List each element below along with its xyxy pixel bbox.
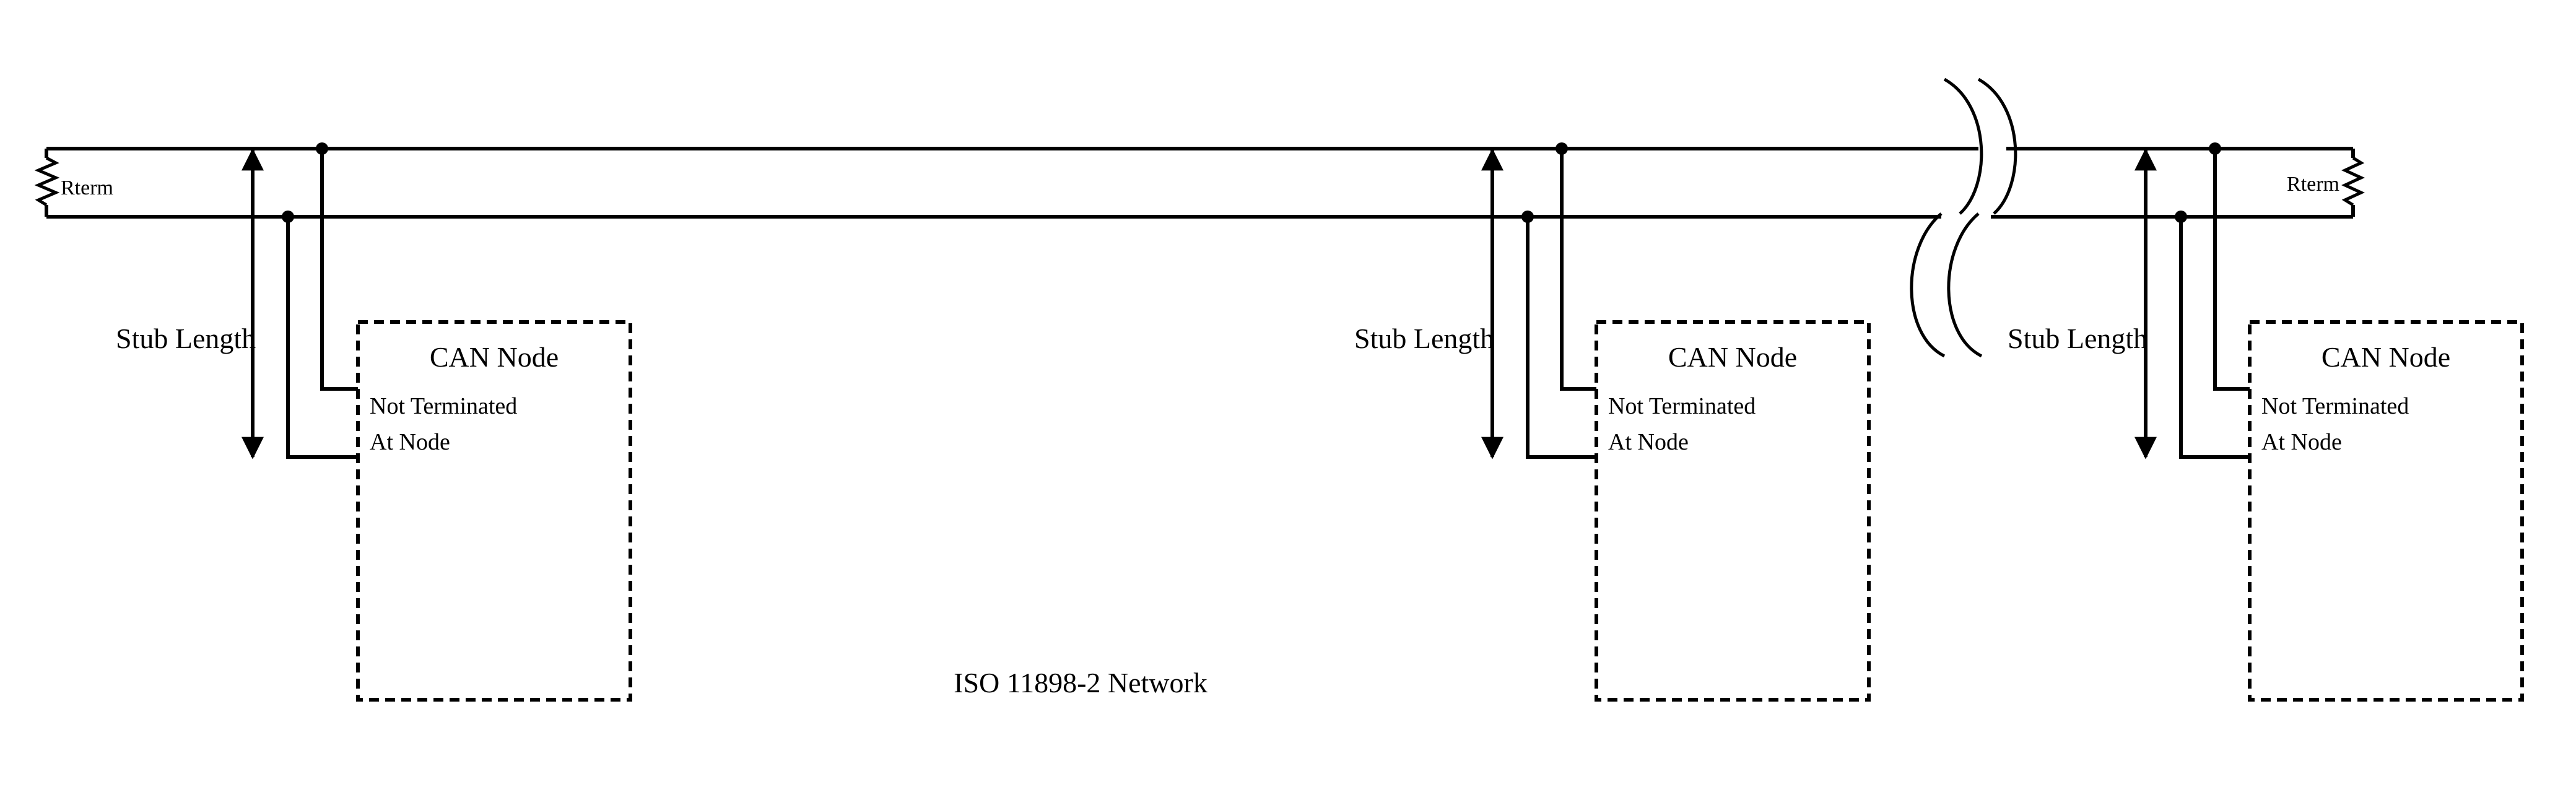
stub-wire-high	[1560, 149, 1596, 391]
can-node-3: Stub Length CAN Node Not Terminated At N…	[2008, 142, 2524, 702]
terminator-left: Rterm	[34, 149, 113, 217]
bus-break-symbol	[1910, 77, 2017, 358]
diagram-caption: ISO 11898-2 Network	[954, 667, 1208, 698]
stub-length-label: Stub Length	[1354, 323, 1494, 354]
node-title: CAN Node	[1668, 341, 1797, 373]
node-line-2: At Node	[2261, 429, 2342, 455]
rterm-right-label: Rterm	[2287, 173, 2339, 196]
stub-length-label: Stub Length	[116, 323, 256, 354]
stub-wire-high	[2213, 149, 2250, 391]
node-title: CAN Node	[430, 341, 559, 373]
stub-wire-low	[1526, 217, 1596, 459]
node-line-2: At Node	[370, 429, 450, 455]
stub-wire-low	[2179, 217, 2250, 459]
stub-wire-high	[320, 149, 358, 391]
node-line-1: Not Terminated	[1608, 393, 1756, 419]
stub-wire-low	[286, 217, 358, 459]
stub-length-label: Stub Length	[2008, 323, 2147, 354]
node-line-2: At Node	[1608, 429, 1689, 455]
can-bus	[46, 77, 2353, 358]
node-box	[2248, 320, 2524, 702]
node-box	[356, 320, 632, 702]
terminator-right: Rterm	[2287, 149, 2365, 217]
node-line-1: Not Terminated	[2261, 393, 2409, 419]
rterm-left-label: Rterm	[61, 176, 113, 199]
node-title: CAN Node	[2321, 341, 2450, 373]
can-node-1: Stub Length CAN Node Not Terminated At N…	[116, 142, 632, 702]
can-node-2: Stub Length CAN Node Not Terminated At N…	[1354, 142, 1871, 702]
node-line-1: Not Terminated	[370, 393, 517, 419]
node-box	[1595, 320, 1871, 702]
